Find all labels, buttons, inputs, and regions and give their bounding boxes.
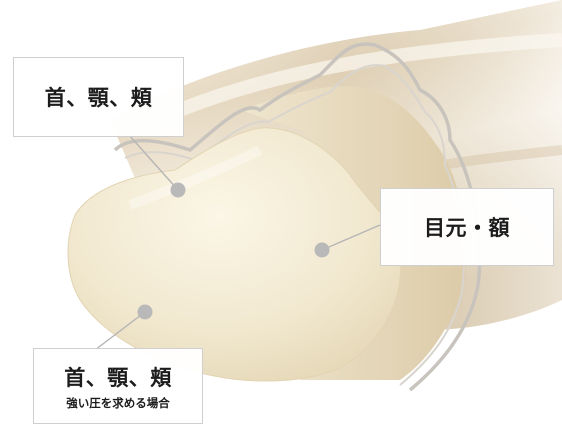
callout-neck-jaw-cheek-strong-title: 首、顎、頬 <box>64 362 172 392</box>
callout-eyes-forehead-title: 目元・額 <box>424 212 510 242</box>
callout-eyes-forehead: 目元・額 <box>380 188 554 266</box>
leader-dot-neck-bottom <box>138 305 153 320</box>
leader-dot-eyes <box>315 243 330 258</box>
callout-neck-jaw-cheek-strong-subtitle: 強い圧を求める場合 <box>66 395 170 411</box>
callout-neck-jaw-cheek-strong: 首、顎、頬 強い圧を求める場合 <box>33 348 203 424</box>
callout-neck-jaw-cheek-title: 首、顎、頬 <box>45 82 153 112</box>
leader-dot-neck-top <box>171 183 186 198</box>
callout-neck-jaw-cheek: 首、顎、頬 <box>13 57 184 137</box>
